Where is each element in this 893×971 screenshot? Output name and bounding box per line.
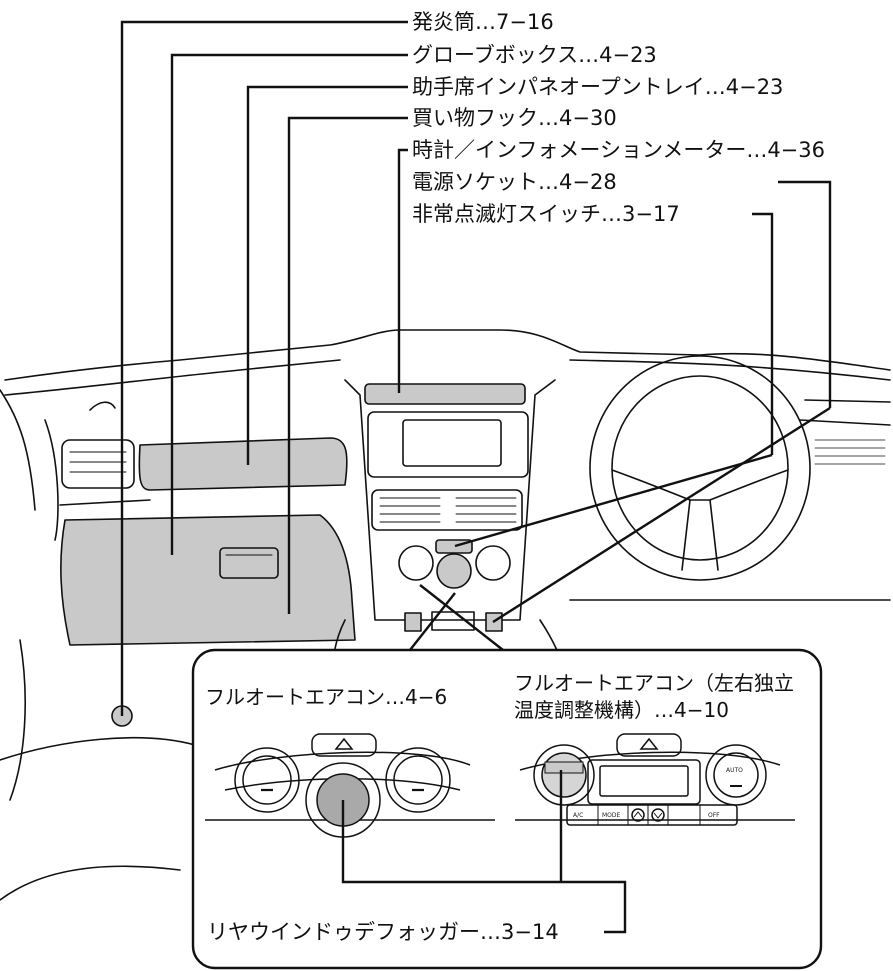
inset-frame: [191, 648, 823, 970]
inset-right-title-line2: 温度調整機構）…4−10: [514, 698, 729, 722]
callout-clock-info-meter: 時計／インフォメーションメーター…4−36: [410, 137, 827, 163]
inset-right-title-line1: フルオートエアコン（左右独立: [514, 671, 794, 695]
callout-hazard-switch: 非常点滅灯スイッチ…3−17: [410, 201, 682, 227]
auto-label: AUTO: [726, 767, 743, 774]
left-temp-dial: [234, 747, 300, 813]
callout-passenger-tray: 助手席インパネオープントレイ…4−23: [410, 74, 786, 100]
ac-button-label: A/C: [573, 812, 584, 819]
mode-button-label: MODE: [602, 812, 621, 819]
callout-rear-defogger: リヤウインドゥデフォッガー…3−14: [207, 920, 559, 944]
right-temp-dial: [385, 747, 451, 813]
passenger-tray-shape: [138, 437, 348, 491]
callout-hatsuentou: 発炎筒…7−16: [410, 9, 556, 35]
left-air-vent: [61, 439, 135, 489]
steering-wheel: [589, 355, 811, 581]
shopping-hook-shape: [404, 612, 422, 632]
callout-shopping-hook: 買い物フック…4−30: [410, 105, 619, 131]
ac-button-row: [566, 804, 738, 826]
callout-power-socket: 電源ソケット…4−28: [410, 169, 619, 195]
inset-left-title: フルオートエアコン…4−6: [205, 685, 448, 709]
glovebox-shape: [60, 514, 356, 646]
off-button-label: OFF: [708, 812, 720, 819]
callout-glovebox: グローブボックス…4−23: [410, 42, 659, 68]
clock-info-meter-shape: [364, 383, 526, 405]
